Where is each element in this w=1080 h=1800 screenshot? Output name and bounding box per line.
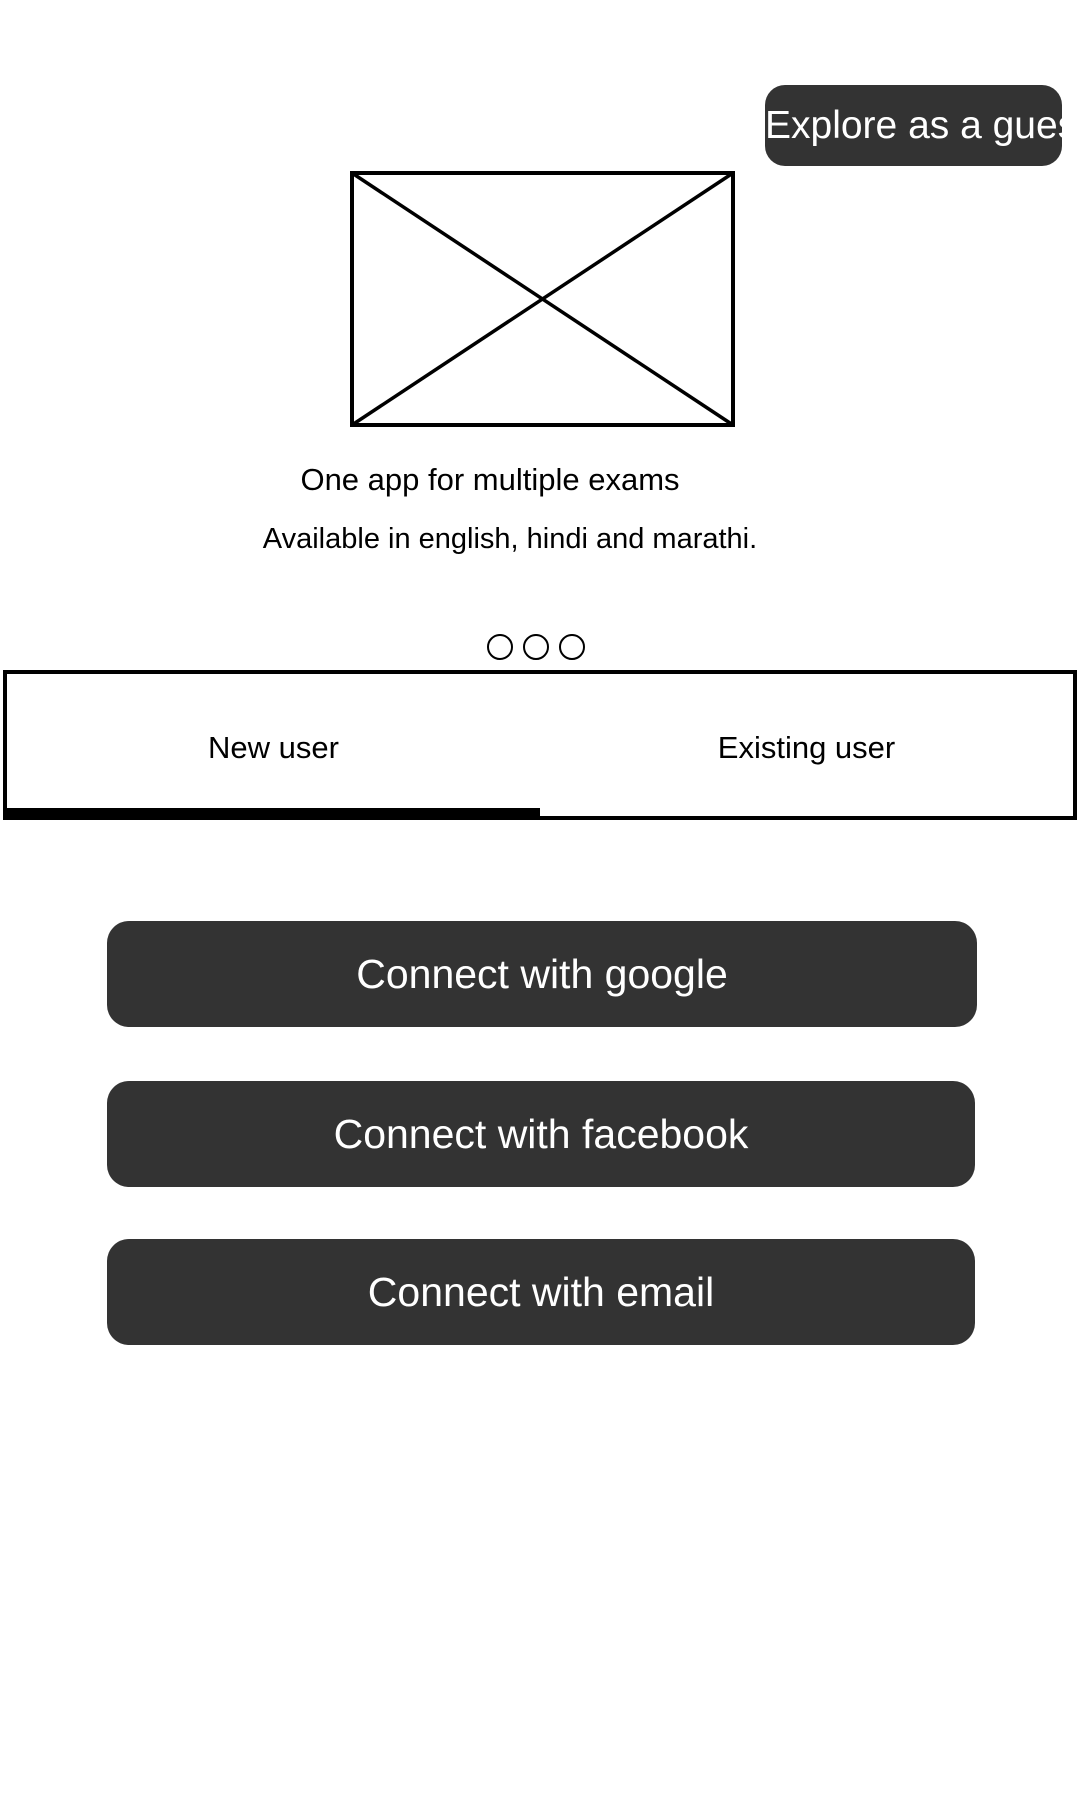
connect-google-button[interactable]: Connect with google [107,921,977,1027]
selected-tab-indicator [7,808,540,816]
tab-new-user[interactable]: New user [7,674,540,816]
image-placeholder-icon [350,171,735,427]
tab-new-user-label: New user [208,730,339,765]
carousel-dot-2[interactable] [523,634,549,660]
tab-existing-user-label: Existing user [717,730,896,765]
carousel-dot-1[interactable] [487,634,513,660]
user-type-tabs: New user Existing user [3,670,1077,820]
carousel-page-indicator [487,634,585,660]
tab-existing-user[interactable]: Existing user [540,674,1073,816]
carousel-dot-3[interactable] [559,634,585,660]
connect-facebook-button[interactable]: Connect with facebook [107,1081,975,1187]
explore-as-guest-button[interactable]: Explore as a guest [765,85,1062,166]
onboarding-subline: Available in english, hindi and marathi. [262,523,758,555]
onboarding-headline: One app for multiple exams [300,462,680,497]
connect-email-button[interactable]: Connect with email [107,1239,975,1345]
